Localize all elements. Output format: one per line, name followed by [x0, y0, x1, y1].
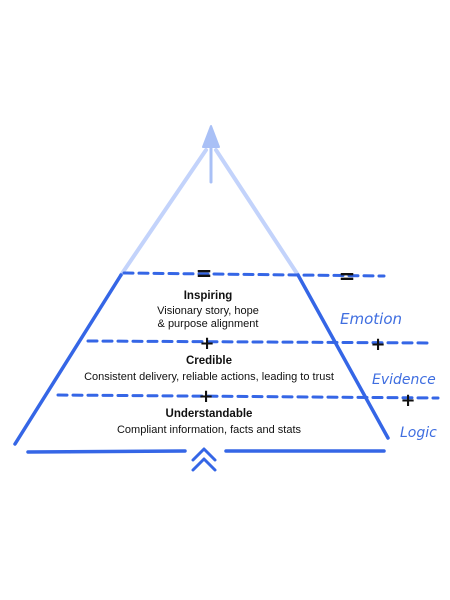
equals-symbol-center: =: [196, 261, 213, 285]
pyramid-left-edge-lower: [13, 273, 123, 446]
pyramid-right-edge-upper: [214, 148, 300, 277]
pyramid-right-edge-lower: [296, 273, 390, 440]
layer-understandable-title: Understandable: [166, 408, 253, 420]
chevron-up-double-icon: [191, 447, 217, 472]
plus-symbol-center-2: +: [198, 386, 213, 407]
layer-inspiring-title: Inspiring: [184, 290, 233, 302]
layer-inspiring-line-1: Visionary story, hope: [157, 305, 259, 317]
layer-credible-line-1: Consistent delivery, reliable actions, l…: [84, 371, 334, 383]
pyramid-base-line: [26, 449, 187, 454]
divider-lower-dashed: [56, 393, 440, 400]
equals-symbol-right: =: [339, 264, 356, 288]
plus-symbol-right-1: +: [370, 334, 385, 355]
apex-arrow-icon: [202, 125, 220, 184]
layer-understandable-line-1: Compliant information, facts and stats: [117, 424, 302, 436]
side-label-logic: Logic: [400, 425, 437, 441]
layer-credible-title: Credible: [186, 355, 232, 367]
layer-inspiring-line-2: & purpose alignment: [158, 318, 259, 330]
divider-middle-dashed: [86, 339, 434, 345]
pyramid-left-edge-upper: [119, 148, 208, 277]
side-label-emotion: Emotion: [340, 310, 402, 328]
divider-top-dashed: [122, 271, 386, 278]
plus-symbol-center-1: +: [199, 333, 214, 354]
side-label-evidence: Evidence: [372, 372, 436, 388]
plus-symbol-right-2: +: [400, 390, 415, 411]
